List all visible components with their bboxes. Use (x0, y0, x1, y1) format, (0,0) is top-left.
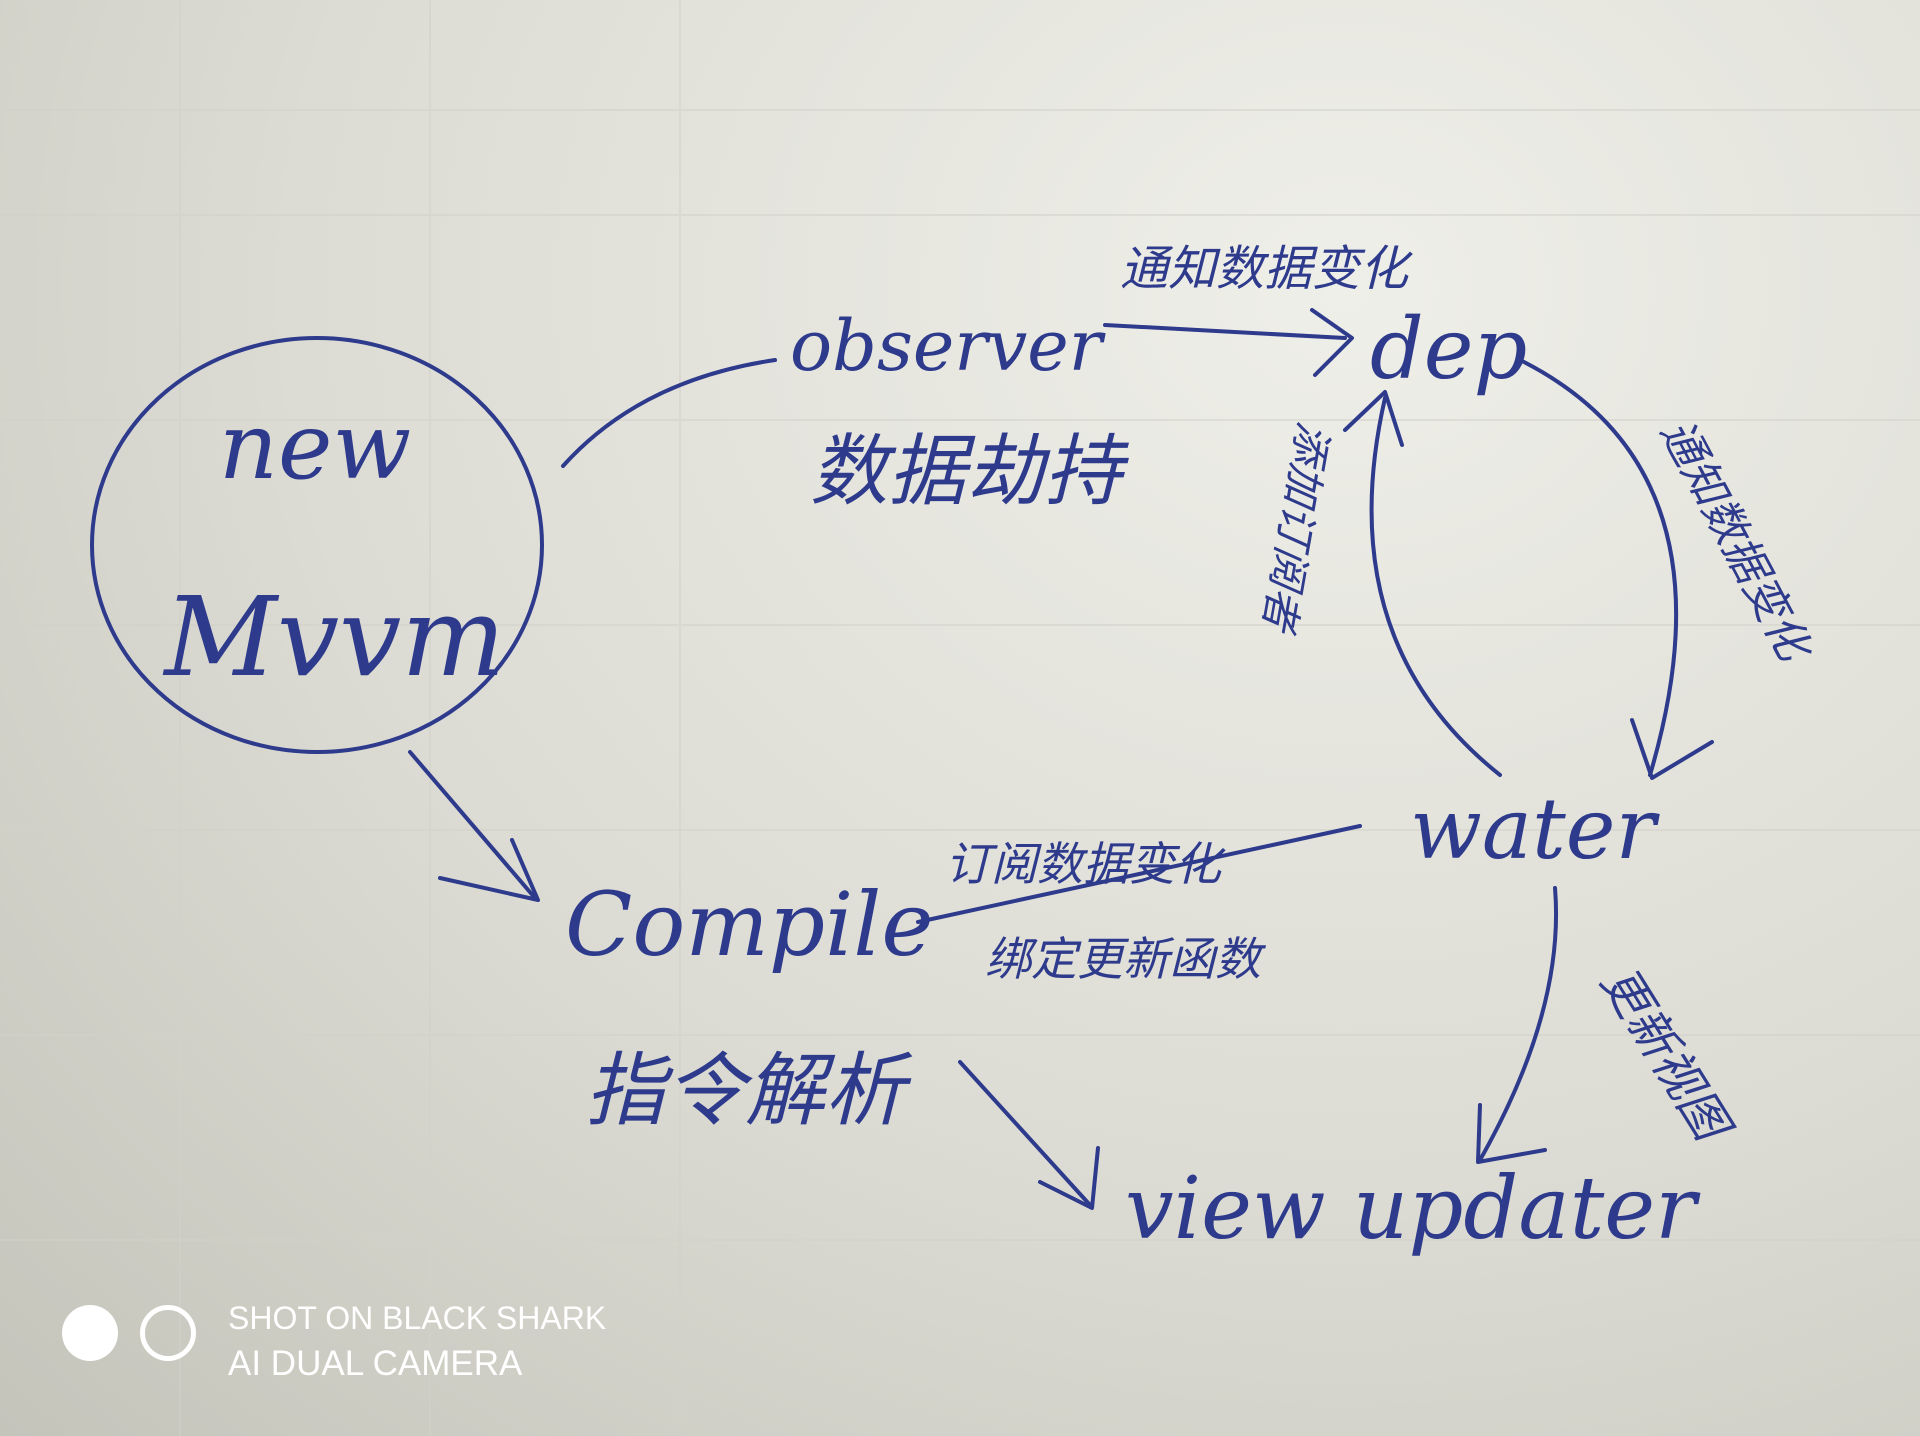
watermark-line-2: AI DUAL CAMERA (228, 1344, 523, 1383)
node-label-mvvm: Mvvm (162, 573, 505, 701)
arrow-line (1369, 396, 1502, 777)
node-label-watcher: water (1410, 780, 1660, 878)
edge-mvvm-compile (408, 750, 540, 902)
watermark-ring-icon (140, 1305, 196, 1361)
node-label-compile: Compile (565, 873, 933, 976)
edge-watcher-dep: 添加订阅者 (1253, 390, 1502, 777)
node-label-new: new (219, 393, 411, 500)
arrow-line (408, 750, 537, 900)
edge-compile-watcher: 订阅数据变化 绑定更新函数 (916, 824, 1362, 986)
edge-observer-dep: 通知数据变化 (1103, 241, 1413, 377)
node-circle (90, 336, 544, 754)
node-label-view-updater: view updater (1125, 1159, 1701, 1259)
arrow-head (1310, 308, 1354, 377)
edge-label-compile-watcher: 绑定更新函数 (985, 932, 1267, 986)
edge-label-observer-dep: 通知数据变化 (1120, 241, 1413, 297)
edge-watcher-view: 更新视图 (1476, 886, 1742, 1164)
node-observer: observer 数据劫持 (790, 305, 1129, 517)
node-note-observer: 数据劫持 (810, 427, 1129, 517)
watermark-dot-icon (62, 1305, 118, 1361)
node-new-mvvm: new Mvvm (90, 336, 544, 754)
edge-label-watcher-dep: 添加订阅者 (1253, 418, 1338, 637)
edge-line (916, 824, 1362, 924)
node-label-observer: observer (790, 305, 1106, 387)
node-note-compile: 指令解析 (585, 1044, 913, 1137)
node-compile: Compile 指令解析 (565, 873, 933, 1137)
arrow-head (1343, 390, 1404, 447)
arrow-line (1478, 886, 1559, 1162)
arrow-line (958, 1060, 1092, 1207)
edge-dep-watcher: 通知数据变化 (1518, 358, 1822, 780)
node-label-dep: dep (1370, 300, 1527, 398)
watermark-line-1: SHOT ON BLACK SHARK (228, 1300, 607, 1336)
arrow-head (1476, 1103, 1547, 1164)
edge-compile-view (958, 1060, 1100, 1210)
arrow-line (1103, 323, 1347, 340)
arrow-line (1518, 358, 1679, 777)
camera-watermark: SHOT ON BLACK SHARK AI DUAL CAMERA (62, 1292, 622, 1402)
edge-mvvm-observer (561, 358, 777, 468)
arrow-head (1038, 1146, 1100, 1210)
arrow-head (438, 838, 540, 902)
arrow-head (1630, 718, 1714, 780)
edge-label-watcher-view: 更新视图 (1590, 957, 1742, 1155)
